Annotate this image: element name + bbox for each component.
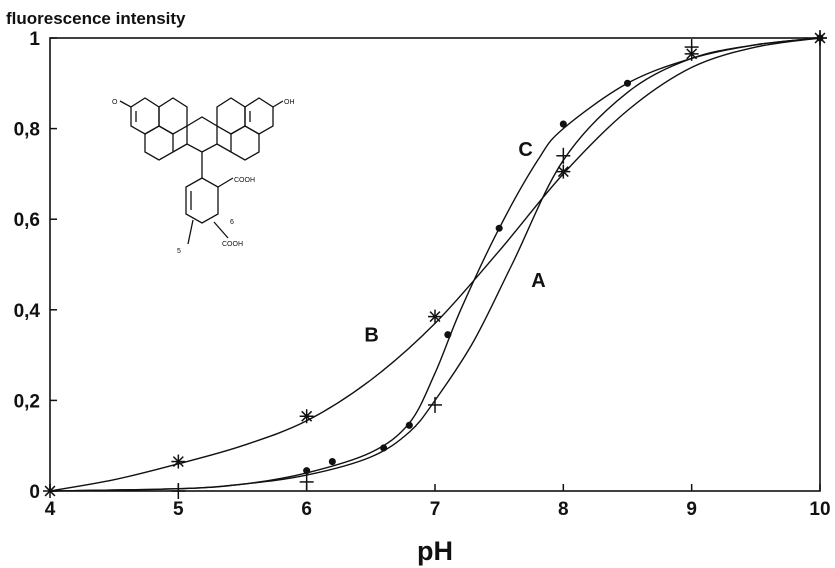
data-markers [43,30,827,499]
x-tick-label: 4 [45,499,56,520]
struct-label-cooh-bottom: COOH [222,241,243,248]
struct-label-oh: OH [284,99,295,106]
y-tick-label: 0,4 [14,301,41,322]
curve-a [49,37,821,492]
marker-c-dot [303,467,311,475]
x-tick-label: 9 [686,499,697,520]
plot-frame [49,37,821,492]
struct-ring-lower-right [230,125,260,161]
marker-b-asterisk [43,484,57,498]
x-tick-label: 7 [430,499,441,520]
struct-label-6: 6 [230,219,234,226]
marker-b-asterisk [171,454,186,469]
marker-b-asterisk [299,409,314,424]
marker-c-dot [623,79,632,87]
x-axis-label: pH [417,536,453,566]
x-tick-label: 5 [173,499,184,520]
marker-c-dot [559,120,567,128]
struct-label-o: O [112,99,118,106]
marker-a-plus [556,147,571,164]
curve-labels: A B C [364,139,545,347]
x-tick-label: 6 [301,499,312,520]
marker-c-dot [328,458,336,466]
struct-ring-center [186,116,218,153]
axis-ticks: 4 5 6 7 8 9 10 0 0,2 0,4 0,6 0,8 1 [14,29,831,520]
struct-ring-lower-left [144,125,174,161]
curve-label-b: B [364,325,378,347]
marker-b-asterisk [428,309,442,324]
y-tick-label: 0,2 [14,391,40,412]
marker-b-asterisk [684,46,699,61]
marker-b-asterisk [556,164,571,179]
y-tick-label: 0 [29,482,40,503]
y-tick-label: 0,6 [14,210,40,231]
marker-c-dot [495,224,503,232]
chemical-structure [119,97,284,245]
marker-c-dot [405,421,413,429]
curve-label-c: C [518,139,532,161]
curve-c [49,37,821,492]
marker-a-plus [428,396,442,413]
y-axis-label: fluorescence intensity [6,9,186,28]
curve-label-a: A [531,270,545,292]
marker-c-dot [380,444,388,452]
marker-c-dot [444,331,452,339]
y-tick-label: 1 [29,29,40,50]
struct-label-5: 5 [177,248,181,255]
fit-curves [49,37,821,492]
marker-a-plus [299,473,314,490]
curve-b [49,37,821,492]
x-tick-label: 8 [558,499,569,520]
x-tick-label: 10 [809,499,830,520]
y-tick-label: 0,8 [14,120,40,141]
marker-a-plus [171,483,186,499]
marker-c-dot [816,34,824,42]
struct-label-cooh-top: COOH [234,177,255,184]
